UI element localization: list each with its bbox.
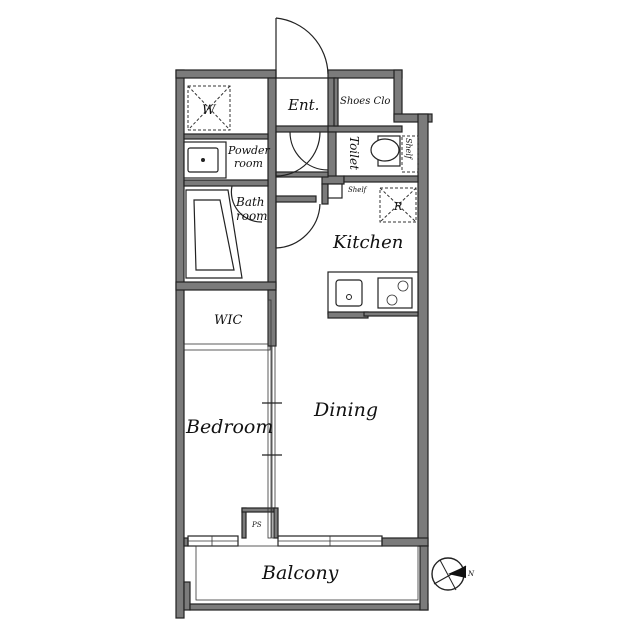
label-shoes-closet: Shoes Clo	[340, 96, 390, 107]
label-refrigerator: R	[393, 200, 402, 213]
label-shelf-small: Shelf	[348, 186, 368, 194]
label-toilet: Toilet	[347, 136, 361, 170]
kitchen-counter	[327, 271, 419, 319]
toilet-icon	[370, 135, 419, 173]
balcony-rail	[195, 545, 419, 601]
label-pipe-space: PS	[251, 521, 262, 529]
interior-walls	[175, 77, 419, 539]
balcony-windows	[187, 535, 383, 547]
label-bedroom: Bedroom	[185, 416, 273, 438]
outer-walls	[175, 69, 433, 619]
label-bath-room-2: room	[236, 209, 268, 223]
label-kitchen: Kitchen	[332, 232, 403, 253]
compass-icon	[431, 557, 467, 591]
small-shelf	[327, 183, 343, 199]
entrance-door	[275, 17, 329, 79]
label-balcony: Balcony	[261, 562, 339, 584]
label-powder-room-2: room	[234, 157, 263, 170]
sink-icon	[183, 141, 227, 179]
label-washer: W	[202, 103, 217, 118]
label-bath-room-1: Bath	[235, 195, 265, 209]
label-entrance: Ent.	[287, 96, 319, 114]
interior-doors	[230, 131, 329, 249]
label-dining: Dining	[313, 399, 378, 421]
room-labels: Ent. Shoes Clo W Powder room Toilet Shel…	[185, 96, 475, 584]
washer-space	[187, 85, 231, 131]
label-shelf-toilet: Shelf	[404, 138, 413, 161]
label-wic: WIC	[214, 313, 242, 328]
compass-north-label: N	[467, 570, 475, 578]
refrigerator-space	[379, 187, 417, 223]
label-powder-room-1: Powder	[227, 144, 271, 157]
bathtub-icon	[185, 189, 243, 279]
